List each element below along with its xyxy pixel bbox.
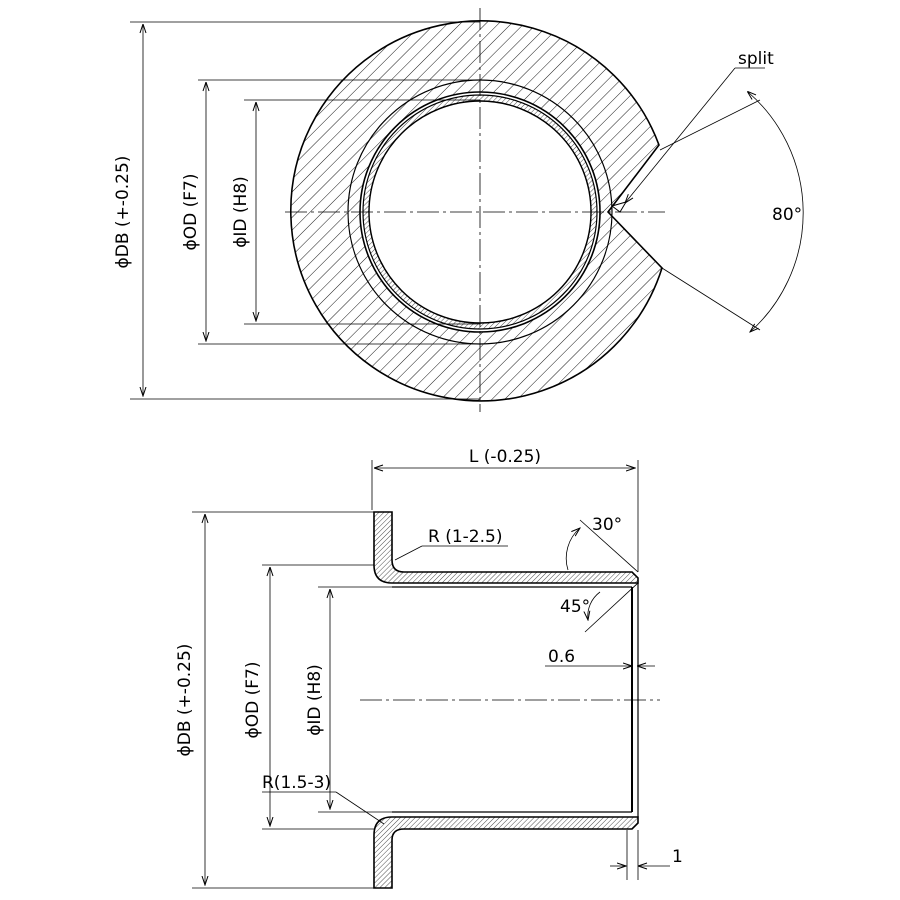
r-flange-label: R (1-2.5) <box>428 527 502 547</box>
r-bottom-label: R(1.5-3) <box>262 773 331 793</box>
wall-top <box>373 511 639 584</box>
top-id-label: ϕID (H8) <box>231 176 251 248</box>
side-db-label: ϕDB (+-0.25) <box>175 644 195 757</box>
length-label: L (-0.25) <box>469 447 541 467</box>
top-db-label: ϕDB (+-0.25) <box>113 156 133 269</box>
wall-bottom <box>373 816 639 889</box>
top-view: ϕDB (+-0.25) ϕOD (F7) ϕID (H8) split 80° <box>113 8 804 412</box>
angle-45-label: 45° <box>560 597 590 617</box>
chamfer-label: 0.6 <box>548 647 575 667</box>
thickness-label: 1 <box>672 847 683 867</box>
side-od-label: ϕOD (F7) <box>243 662 263 739</box>
side-view: L (-0.25) R (1-2.5) 30° 45° 0.6 ϕDB (+-0… <box>175 447 683 889</box>
angle-30-label: 30° <box>592 515 622 535</box>
top-od-label: ϕOD (F7) <box>181 174 201 251</box>
flange-ring <box>290 20 663 402</box>
angle-80-label: 80° <box>772 205 802 225</box>
side-id-label: ϕID (H8) <box>305 664 325 736</box>
split-label: split <box>738 49 774 69</box>
